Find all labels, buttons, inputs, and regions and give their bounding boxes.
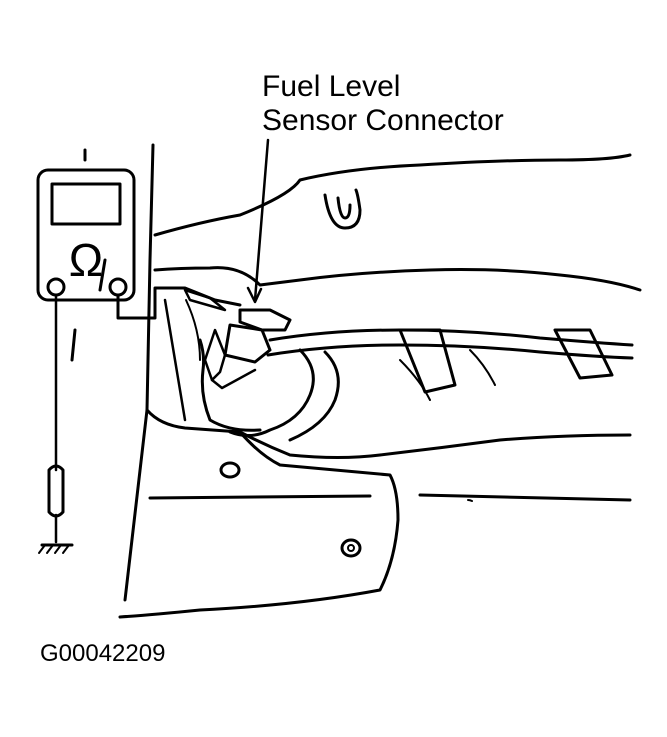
callout-leader-line	[253, 138, 270, 302]
resistor-icon	[47, 464, 65, 518]
ohmmeter-icon: Ω	[36, 168, 136, 302]
floor-panel	[118, 408, 632, 619]
meter-connector-lead	[116, 286, 242, 320]
u-clip	[323, 188, 362, 230]
wire-harness	[228, 328, 634, 442]
ground-symbol-icon	[38, 543, 74, 554]
fuel-level-sensor-connector	[198, 308, 292, 432]
body-panel-edge	[70, 143, 155, 602]
callout-line-1: Fuel Level	[262, 70, 401, 103]
meter-ground-lead	[38, 294, 74, 554]
vehicle-body-outline	[153, 153, 642, 422]
callout-line-2: Sensor Connector	[262, 104, 504, 137]
harness-clip	[398, 328, 614, 394]
leader-arrowhead	[246, 286, 263, 304]
ohm-symbol: Ω	[69, 234, 103, 286]
figure-id: G00042209	[40, 640, 166, 667]
callout-label: Fuel Level Sensor Connector	[262, 70, 504, 138]
